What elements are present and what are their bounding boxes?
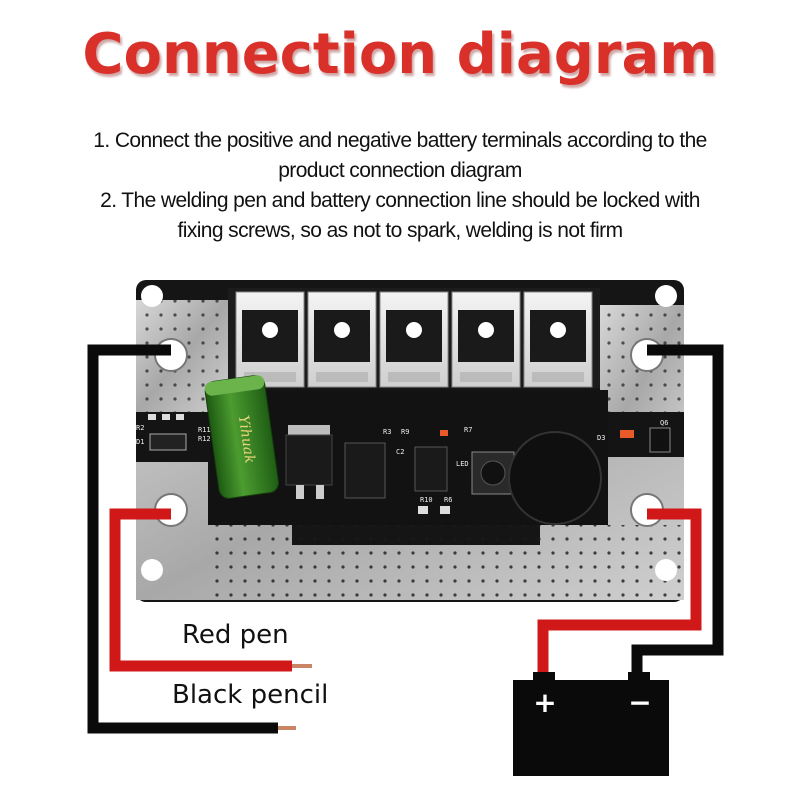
battery-positive-sign: + xyxy=(533,686,556,719)
page-title: Connection diagram xyxy=(82,22,718,87)
capacitor-brand-text: Yihuak xyxy=(235,414,258,464)
instruction-2-line-a: 2. The welding pen and battery connectio… xyxy=(100,189,700,212)
mark-r11: R11 xyxy=(198,426,211,434)
mount-hole-top-right xyxy=(655,285,677,307)
voltage-regulator xyxy=(285,425,333,499)
mark-d1: D1 xyxy=(136,438,144,446)
mount-hole-bottom-right xyxy=(655,559,677,581)
mark-led: LED xyxy=(456,460,469,468)
black-pencil-label: Black pencil xyxy=(172,680,329,710)
red-pen-wire xyxy=(109,508,292,672)
ic-chip-left xyxy=(344,442,386,499)
battery-negative-sign: − xyxy=(628,686,651,719)
mark-r6: R6 xyxy=(444,496,452,504)
battery-negative-wire xyxy=(631,344,724,685)
black-pencil-wire xyxy=(87,344,278,734)
instruction-1-line-b: product connection diagram xyxy=(278,159,522,182)
instruction-1-line-a: 1. Connect the positive and negative bat… xyxy=(93,129,707,152)
electrolytic-capacitor: Yihuak xyxy=(204,375,279,499)
mark-d3: D3 xyxy=(597,434,605,442)
mark-r3: R3 xyxy=(383,428,391,436)
ic-chip-center xyxy=(414,446,448,492)
instruction-2-line-b: fixing screws, so as not to spark, weldi… xyxy=(177,219,624,242)
buzzer xyxy=(508,431,602,525)
mark-r10: R10 xyxy=(420,496,433,504)
push-button xyxy=(471,451,515,495)
mark-q6: Q6 xyxy=(660,419,668,427)
mark-c2: C2 xyxy=(396,448,404,456)
mosfet-array xyxy=(235,291,593,388)
mark-r12: R12 xyxy=(198,435,211,443)
battery: + − xyxy=(513,672,669,776)
mark-r2: R2 xyxy=(136,424,144,432)
battery-positive-wire xyxy=(537,508,702,685)
mark-r9: R9 xyxy=(401,428,409,436)
red-pen-label: Red pen xyxy=(182,620,289,650)
mount-hole-bottom-left xyxy=(141,559,163,581)
mark-r7: R7 xyxy=(464,426,472,434)
smd-components xyxy=(148,414,671,514)
mount-hole-top-left xyxy=(141,285,163,307)
